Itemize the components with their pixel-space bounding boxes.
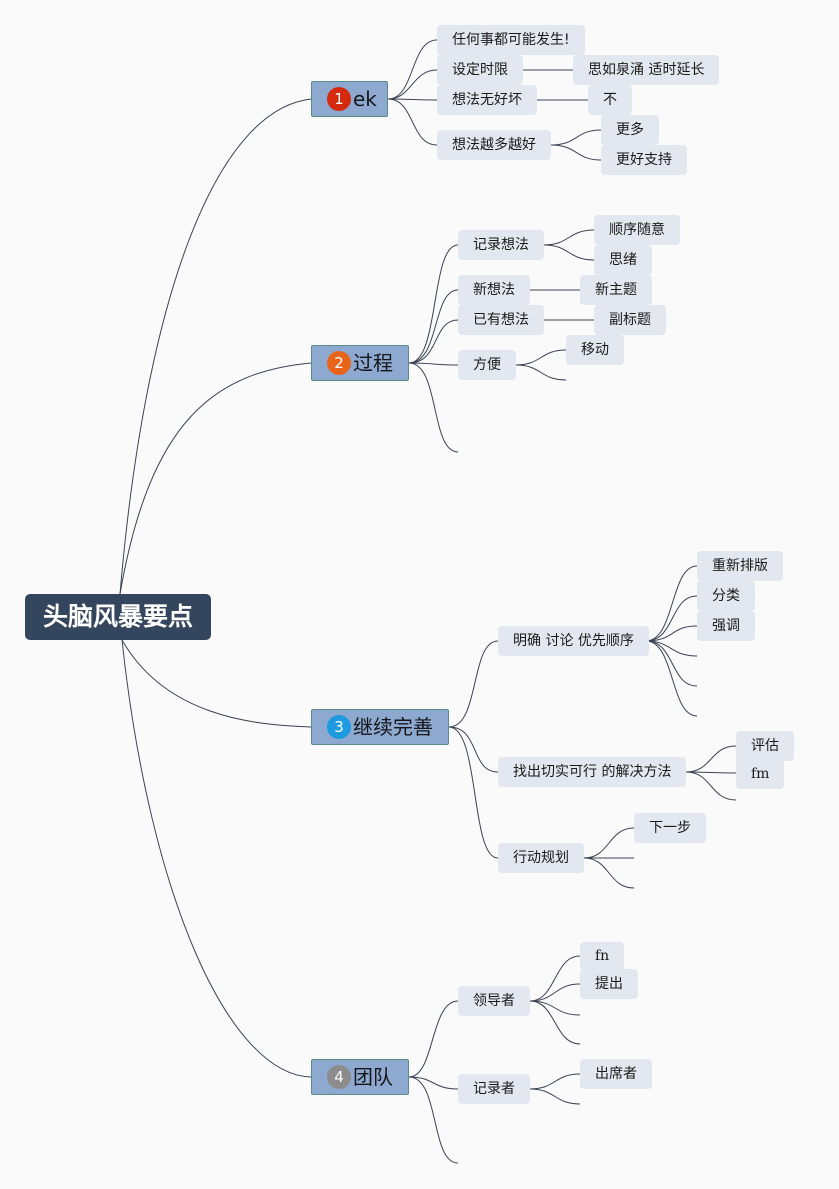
topic-clarify-discuss-prioritize[interactable]: 明确 讨论 优先顺序	[498, 626, 649, 656]
topic-leader[interactable]: 领导者	[458, 986, 530, 1016]
root-topic[interactable]: 头脑风暴要点	[25, 594, 211, 640]
topic-attendees[interactable]: 出席者	[580, 1059, 652, 1089]
link-b4-c1-g4	[529, 1000, 581, 1045]
branch-2[interactable]: 2 过程	[311, 345, 409, 381]
link-root-b3	[121, 639, 312, 728]
link-b3-c2-g3	[685, 771, 737, 801]
topic-any-order[interactable]: 顺序随意	[594, 215, 680, 245]
link-b2-c1-g2	[543, 244, 595, 261]
branch-label: 过程	[353, 351, 393, 375]
topic-thoughts[interactable]: 思绪	[594, 245, 652, 275]
branch-3[interactable]: 3 继续完善	[311, 709, 449, 745]
topic-new-idea[interactable]: 新想法	[458, 275, 530, 305]
topic-fn[interactable]: fn	[580, 942, 625, 970]
topic-action-planning[interactable]: 行动规划	[498, 843, 584, 873]
link-b4-c1-g2	[529, 983, 581, 1002]
topic-move[interactable]: 移动	[566, 335, 624, 365]
branch-4[interactable]: 4 团队	[311, 1059, 409, 1095]
link-b1-c1	[387, 39, 438, 100]
link-b2-c3	[408, 319, 459, 364]
link-b4-c2-g2	[529, 1088, 581, 1105]
topic-no-bad-ideas[interactable]: 想法无好坏	[437, 85, 537, 115]
topic-extend-when-flowing[interactable]: 思如泉涌 适时延长	[573, 55, 720, 85]
link-b2-c2	[408, 289, 459, 364]
topic-convenient[interactable]: 方便	[458, 350, 516, 380]
topic-set-time-limit[interactable]: 设定时限	[437, 55, 523, 85]
link-b3-c1-g2	[645, 595, 698, 642]
link-b1-c4-g2	[550, 144, 602, 161]
link-b2-c1-g1	[543, 229, 595, 246]
link-b4-c2	[408, 1076, 459, 1090]
link-b3-c3	[448, 726, 499, 859]
link-b4-c1-g3	[529, 1000, 581, 1016]
topic-find-feasible-solutions[interactable]: 找出切实可行 的解决方法	[498, 757, 687, 787]
topic-better-support[interactable]: 更好支持	[601, 145, 687, 175]
number-badge-2: 2	[327, 351, 351, 375]
number-badge-3: 3	[327, 715, 351, 739]
link-b3-c1-g1	[645, 565, 698, 642]
topic-no[interactable]: 不	[588, 85, 632, 115]
branch-label: 团队	[353, 1065, 393, 1089]
branch-label: ek	[353, 87, 377, 111]
topic-fm[interactable]: fm	[736, 759, 785, 789]
link-root-b2	[119, 362, 312, 595]
link-b3-c3-g3	[583, 857, 635, 889]
topic-categorize[interactable]: 分类	[697, 581, 755, 611]
link-root-b4	[121, 639, 312, 1078]
topic-emphasize[interactable]: 强调	[697, 611, 755, 641]
topic-more-ideas-better[interactable]: 想法越多越好	[437, 130, 551, 160]
branch-1[interactable]: 1 ek	[311, 81, 388, 117]
branch-label: 继续完善	[353, 715, 433, 739]
link-b4-c2-g1	[529, 1073, 581, 1090]
link-b4-c3	[408, 1076, 459, 1164]
topic-subtitle[interactable]: 副标题	[594, 305, 666, 335]
link-b1-c2	[387, 69, 438, 100]
number-badge-1: 1	[327, 87, 351, 111]
link-b3-c1-g5	[645, 640, 698, 687]
number-badge-4: 4	[327, 1065, 351, 1089]
link-b3-c2	[448, 726, 499, 773]
link-b2-c4-g2	[515, 364, 567, 381]
link-b3-c2-g1	[685, 745, 737, 773]
link-b2-c5	[408, 362, 459, 453]
topic-evaluate[interactable]: 评估	[736, 731, 794, 761]
topic-anything-can-happen[interactable]: 任何事都可能发生!	[437, 25, 585, 55]
link-b2-c4-g1	[515, 349, 567, 366]
link-b2-c4	[408, 362, 459, 366]
topic-existing-idea[interactable]: 已有想法	[458, 305, 544, 335]
topic-propose[interactable]: 提出	[580, 969, 638, 999]
link-b1-c4	[387, 98, 438, 146]
topic-record-ideas[interactable]: 记录想法	[458, 230, 544, 260]
link-root-b1	[119, 98, 312, 595]
link-b3-c1	[448, 640, 499, 728]
link-b4-c1	[408, 1000, 459, 1078]
link-b4-c1-g1	[529, 955, 581, 1002]
link-b1-c4-g1	[550, 129, 602, 146]
topic-recorder[interactable]: 记录者	[458, 1074, 530, 1104]
link-b3-c3-g1	[583, 827, 635, 859]
link-b2-c1	[408, 244, 459, 364]
topic-rearrange[interactable]: 重新排版	[697, 551, 783, 581]
link-b3-c1-g3	[645, 625, 698, 642]
topic-next-step[interactable]: 下一步	[634, 813, 706, 843]
link-b1-c3	[387, 98, 438, 101]
link-b3-c1-g6	[645, 640, 698, 717]
topic-new-subject[interactable]: 新主题	[580, 275, 652, 305]
topic-more[interactable]: 更多	[601, 115, 659, 145]
